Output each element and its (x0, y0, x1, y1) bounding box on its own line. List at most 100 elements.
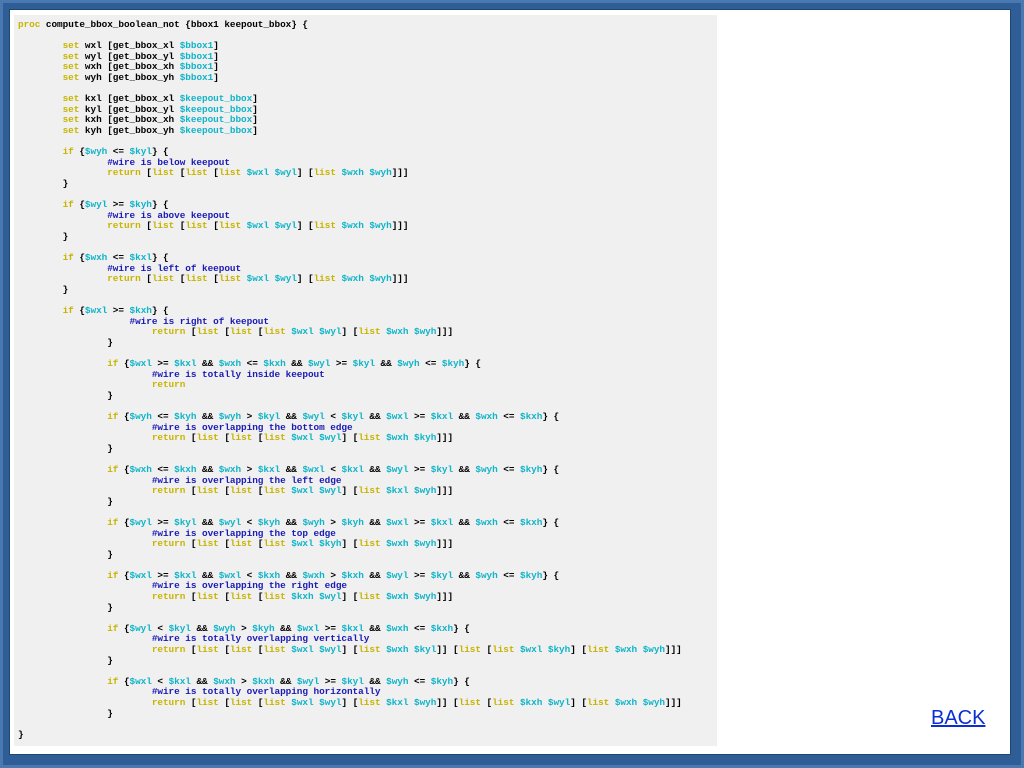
back-link[interactable]: BACK (931, 707, 986, 729)
code-text: ]]] (436, 591, 454, 603)
code-keyword: list (358, 644, 381, 656)
code-text (18, 580, 152, 591)
code-text: } (18, 707, 113, 719)
code-text (18, 167, 107, 178)
code-variable: $kyh (430, 675, 454, 687)
code-variable: $wxl (291, 697, 314, 708)
code-line: #wire is totally inside keepout (18, 369, 682, 381)
code-variable: $wxl (246, 167, 269, 179)
code-text (18, 93, 63, 104)
code-text (18, 538, 152, 549)
code-variable: $wxh (475, 410, 498, 422)
code-block: proc compute_bbox_boolean_not {bbox1 kee… (18, 19, 682, 740)
code-text: && (363, 675, 387, 687)
code-variable: $wxh (475, 516, 498, 528)
code-variable: $wxh (218, 358, 242, 369)
code-text: >= (107, 305, 130, 317)
code-variable: $kxh (252, 675, 275, 687)
code-keyword: list (151, 273, 175, 285)
code-line: return [list [list [list $wxl $wyl] [lis… (18, 432, 682, 444)
code-text: <= (408, 622, 431, 634)
code-text: [ (480, 644, 493, 656)
code-keyword: list (458, 697, 481, 708)
code-variable: $wyl (319, 591, 342, 603)
code-text: >= (151, 569, 175, 581)
code-text: && (280, 410, 303, 422)
code-text: >= (319, 622, 342, 634)
code-text: < (241, 516, 258, 528)
code-keyword: return (151, 485, 186, 497)
code-text (18, 570, 107, 581)
code-text: <= (241, 358, 264, 369)
code-variable: $keepout_bbox (179, 124, 253, 136)
code-keyword: return (151, 432, 186, 444)
code-variable: $kxh (519, 697, 543, 708)
code-text (18, 326, 152, 337)
code-variable: $wyl (308, 358, 331, 369)
code-line: return [list [list [list $kxh $wyl] [lis… (18, 591, 682, 603)
code-variable: $kyl (174, 516, 197, 528)
code-text: && (363, 463, 387, 475)
code-text: ] [ (296, 273, 314, 285)
code-variable: $kyl (430, 569, 454, 581)
code-text: && (374, 358, 398, 369)
code-keyword: if (107, 569, 119, 581)
code-text: <= (497, 463, 520, 475)
code-line: #wire is above keepout (18, 210, 682, 222)
code-text: ] (252, 93, 258, 105)
code-keyword: if (62, 199, 74, 211)
code-text (18, 51, 63, 62)
code-text: [ (207, 220, 219, 232)
code-text: ] [ (341, 432, 359, 444)
code-variable: $wxl (218, 569, 242, 581)
code-text: <= (408, 675, 431, 687)
code-keyword: return (151, 326, 186, 338)
code-line: } (18, 337, 682, 349)
code-text: { (73, 305, 85, 317)
code-keyword: list (586, 697, 610, 708)
code-variable: $wyh (414, 538, 437, 550)
code-text: ]]] (391, 220, 409, 232)
code-line: return [list [list [list $wxl $wyl] [lis… (18, 168, 682, 179)
code-keyword: list (313, 220, 336, 232)
code-line: return [list [list [list $wxl $wyl] [lis… (18, 220, 682, 232)
code-keyword: set (62, 103, 80, 115)
code-text: > (241, 410, 258, 422)
code-text: ] [ (296, 167, 314, 179)
code-text: >= (408, 569, 431, 581)
code-line: #wire is totally overlapping horizontall… (18, 687, 682, 698)
code-line: } (18, 443, 682, 455)
code-text: ] [ (341, 538, 359, 550)
code-text: } (18, 230, 69, 242)
code-keyword: list (586, 644, 610, 656)
code-line: return [list [list [list $wxl $wyl] [lis… (18, 697, 682, 709)
code-text (18, 114, 63, 125)
code-text: } (18, 283, 69, 295)
code-text: [ (252, 538, 264, 550)
code-keyword: list (229, 432, 253, 444)
code-text: ]]] (391, 167, 409, 179)
code-variable: $wyl (129, 516, 152, 528)
code-comment: #wire is overlapping the left edge (151, 474, 342, 486)
code-variable: $wxl (291, 432, 314, 444)
code-variable: $wxl (129, 569, 152, 581)
code-text: [ (185, 538, 197, 550)
code-variable: $kxh (129, 305, 152, 317)
code-text: } { (151, 252, 169, 264)
code-variable: $wxl (129, 675, 152, 687)
code-keyword: if (107, 675, 119, 687)
code-variable: $bbox1 (179, 71, 214, 83)
code-line: if {$wyh <= $kyl} { (18, 146, 682, 158)
code-line: } (18, 230, 682, 243)
code-text: [ (174, 167, 186, 179)
code-text: } { (464, 358, 481, 369)
code-text: ] (252, 114, 258, 126)
code-variable: $wyl (319, 326, 342, 338)
code-variable: $kxh (520, 410, 543, 422)
code-text: [ (185, 591, 197, 603)
code-variable: $kyh (252, 622, 275, 634)
code-variable: $wyl (274, 273, 297, 285)
code-text: && (363, 410, 387, 422)
code-text (18, 379, 152, 390)
code-text: [ (185, 697, 197, 708)
